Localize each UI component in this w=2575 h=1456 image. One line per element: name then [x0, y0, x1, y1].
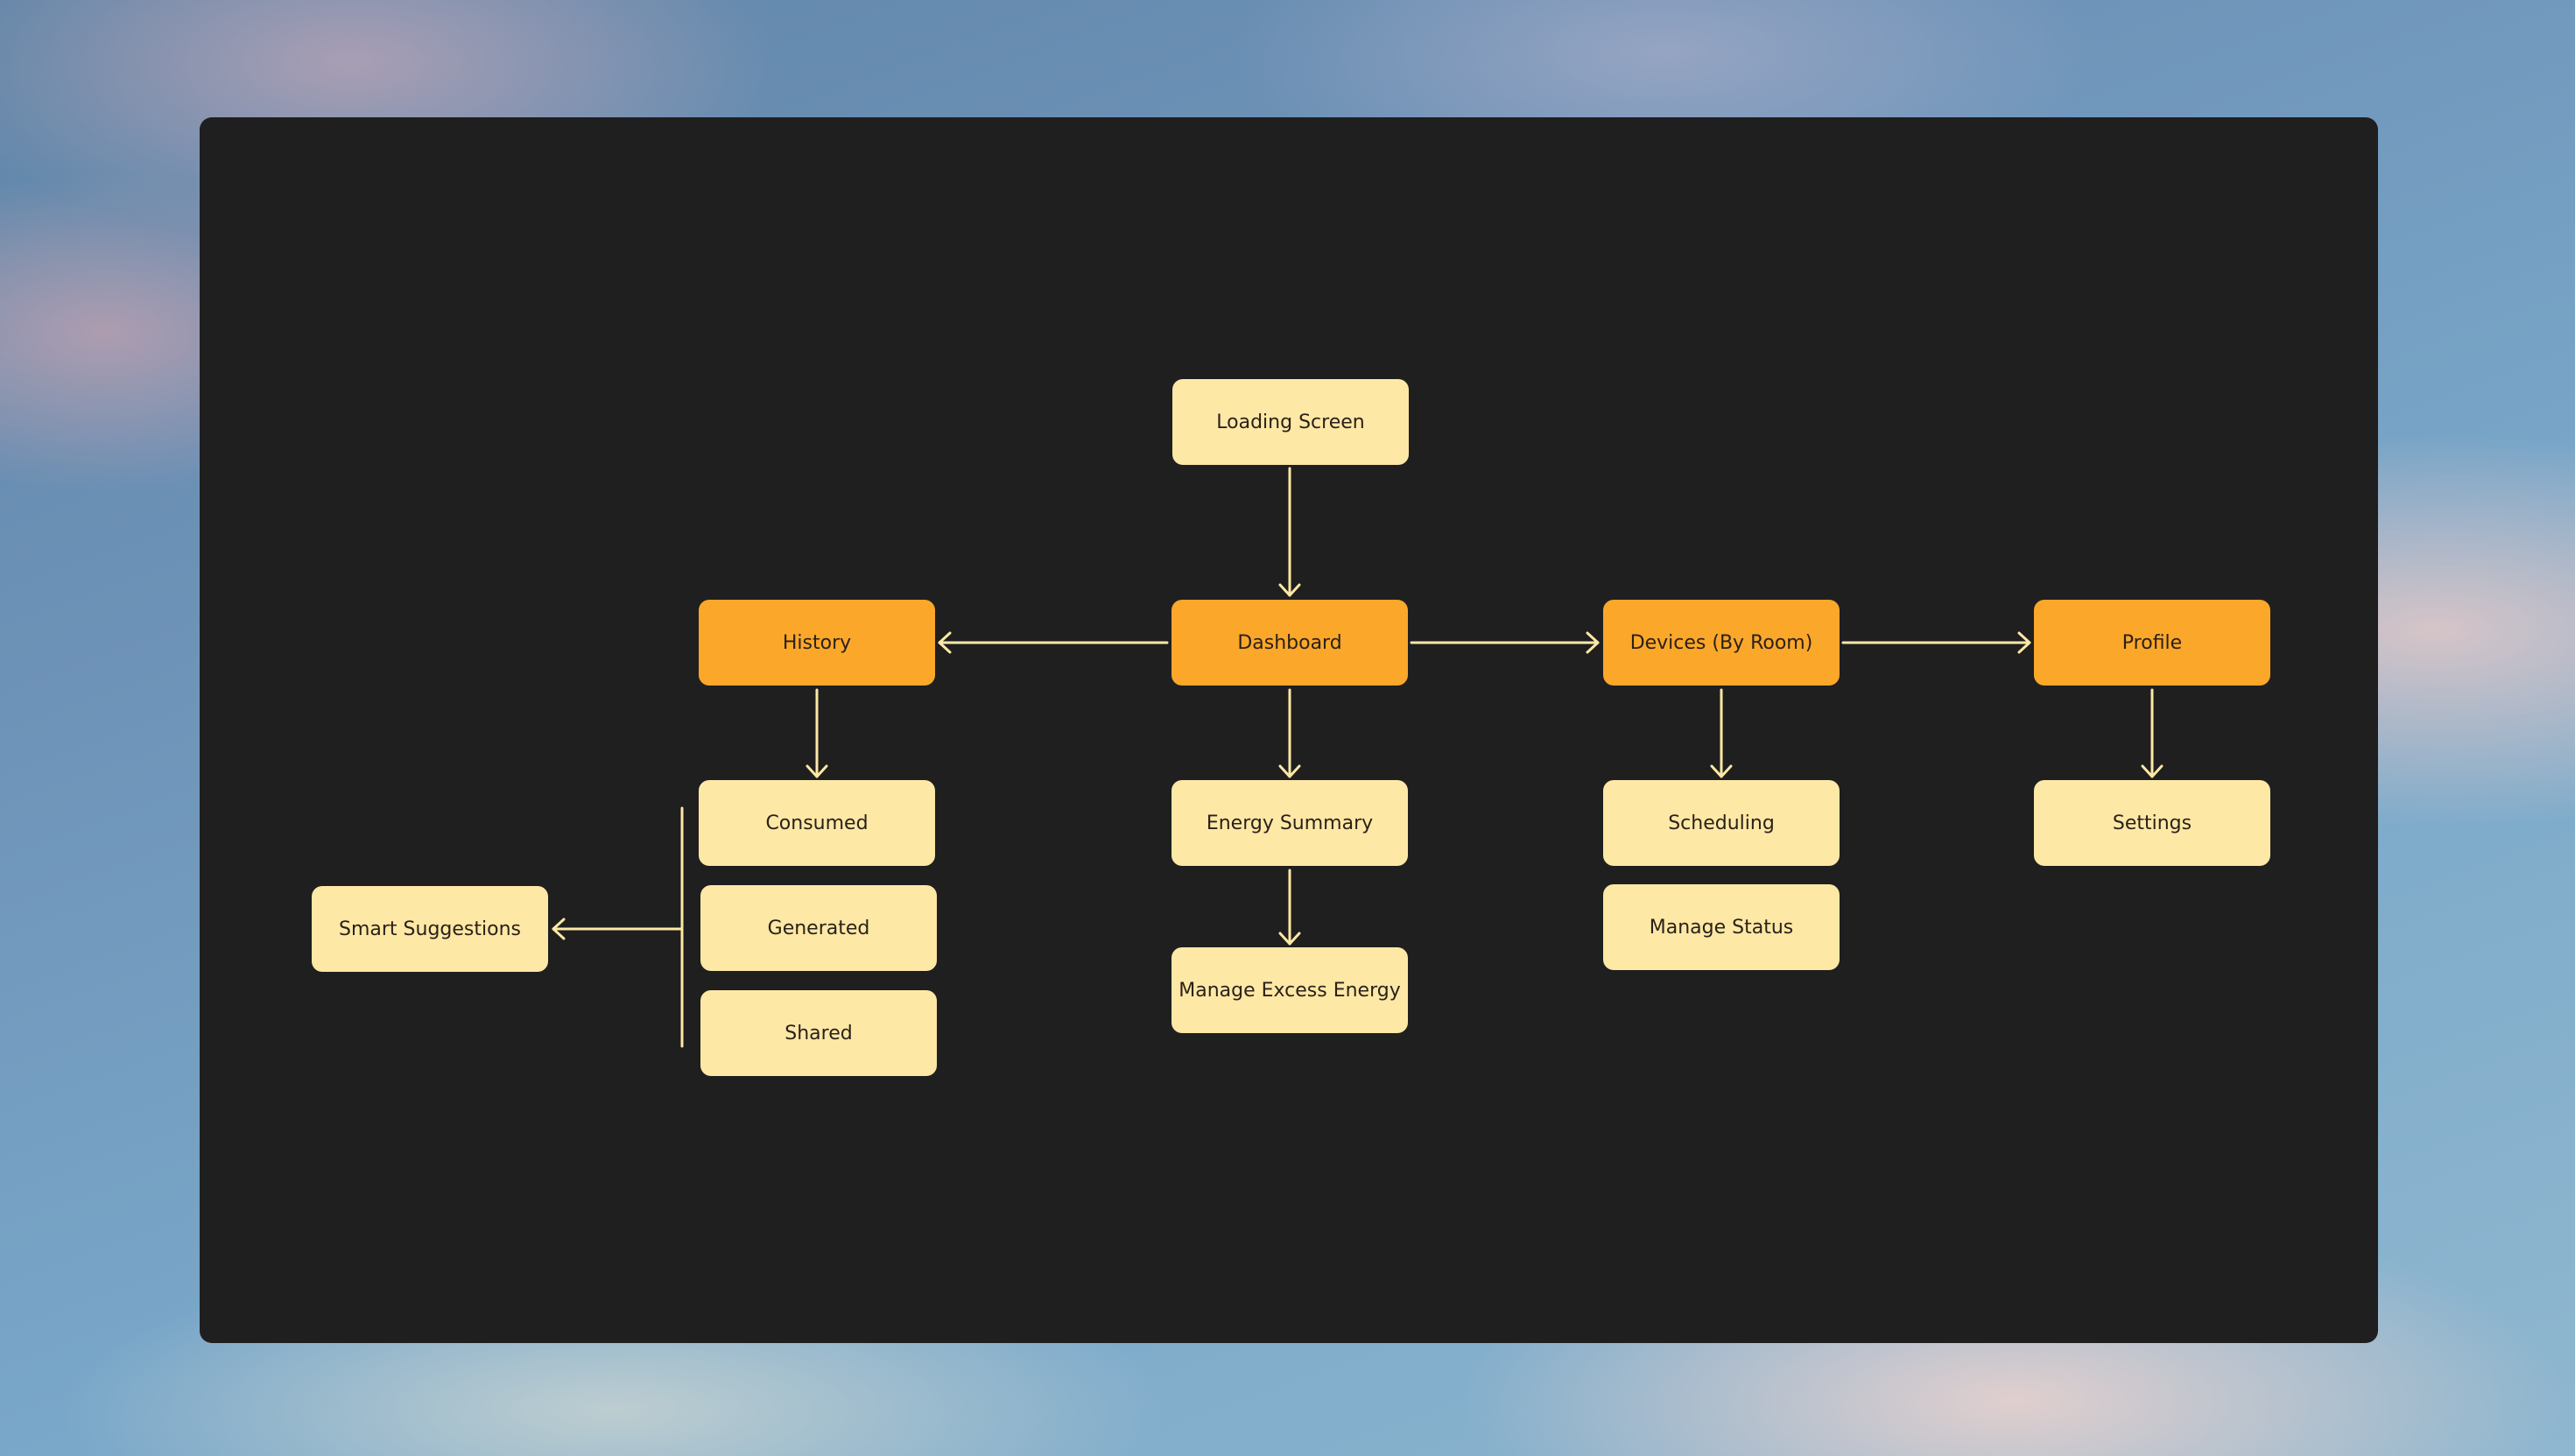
node-history: History [699, 600, 935, 686]
node-consumed: Consumed [699, 780, 935, 866]
node-manage-excess-energy: Manage Excess Energy [1171, 947, 1408, 1033]
node-dashboard: Dashboard [1171, 600, 1408, 686]
arrow-dashboard-to-energy-summary [1278, 688, 1301, 778]
node-devices-by-room: Devices (By Room) [1603, 600, 1840, 686]
node-energy-summary: Energy Summary [1171, 780, 1408, 866]
arrow-dashboard-to-history [938, 631, 1169, 654]
arrow-devices-to-profile [1841, 631, 2031, 654]
node-loading-screen: Loading Screen [1172, 379, 1409, 465]
arrow-energy-summary-to-manage-excess [1278, 869, 1301, 946]
node-generated: Generated [700, 885, 937, 971]
node-shared: Shared [700, 990, 937, 1076]
arrow-dashboard-to-devices [1410, 631, 1600, 654]
arrow-devices-to-scheduling [1710, 688, 1733, 778]
arrow-history-to-consumed [806, 688, 828, 778]
node-profile: Profile [2034, 600, 2270, 686]
node-manage-status: Manage Status [1603, 884, 1840, 970]
node-smart-suggestions: Smart Suggestions [312, 886, 548, 972]
arrow-profile-to-settings [2141, 688, 2163, 778]
arrow-history-group-to-smart-suggestions [552, 806, 684, 1048]
node-settings: Settings [2034, 780, 2270, 866]
node-scheduling: Scheduling [1603, 780, 1840, 866]
arrow-loading-to-dashboard [1278, 467, 1301, 597]
